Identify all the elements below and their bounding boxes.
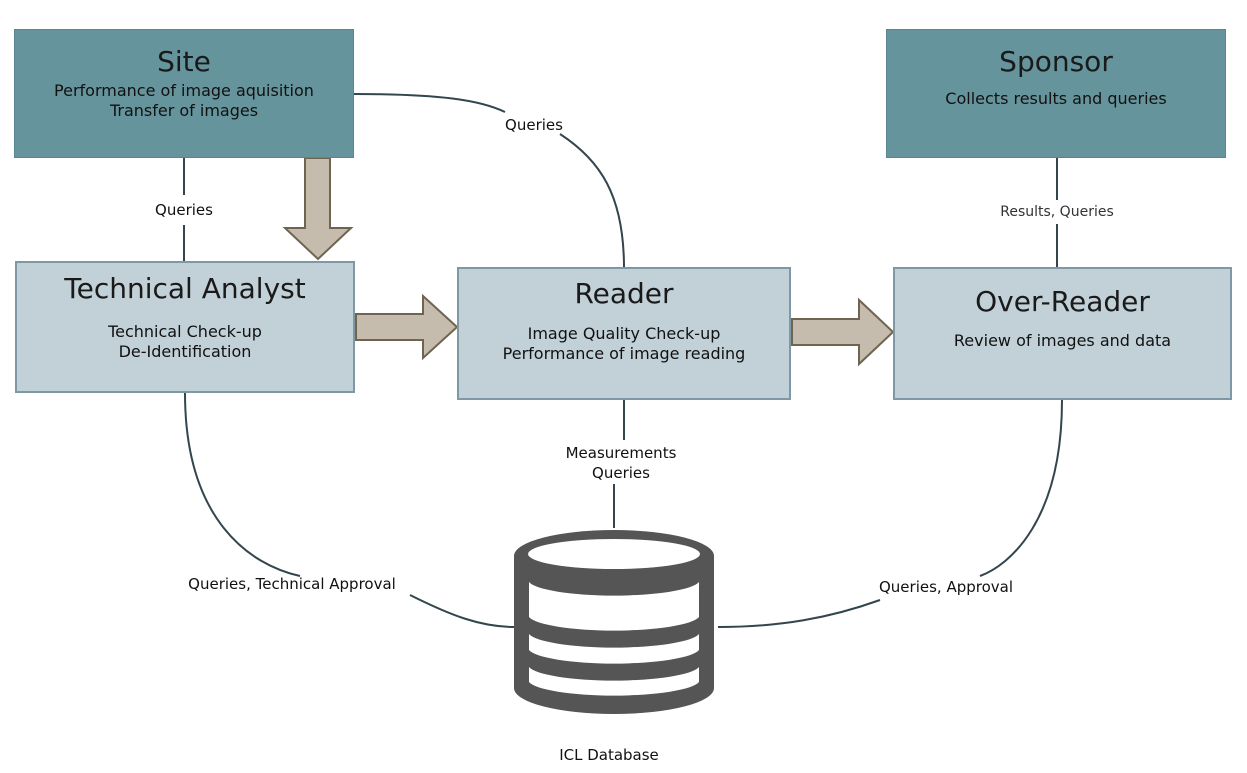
- reader-title: Reader: [574, 277, 674, 310]
- technical-analyst-title: Technical Analyst: [64, 272, 306, 305]
- reader-line-2: Performance of image reading: [502, 344, 746, 363]
- edge-label-sponsor-over-reader: Results, Queries: [1000, 204, 1114, 220]
- arrow-technical-to-reader: [355, 293, 459, 361]
- sponsor-line-1: Collects results and queries: [945, 89, 1167, 108]
- sponsor-box: Sponsor Collects results and queries: [886, 29, 1226, 158]
- edge-label-site-technical: Queries: [155, 201, 213, 219]
- connector-over-reader-database: [717, 399, 1063, 628]
- edge-label-queries: Queries: [592, 464, 650, 482]
- connector-reader-database: [613, 400, 625, 528]
- database-icon: [514, 530, 714, 714]
- over-reader-box: Over-Reader Review of images and data: [893, 267, 1232, 400]
- site-box: Site Performance of image aquisition Tra…: [14, 29, 354, 158]
- technical-analyst-line-2: De-Identification: [118, 342, 252, 361]
- edge-label-technical-database: Queries, Technical Approval: [188, 575, 396, 593]
- edge-label-reader-database: Measurements Queries: [541, 443, 701, 483]
- site-title: Site: [157, 45, 211, 78]
- database-label: ICL Database: [559, 746, 659, 764]
- reader-box: Reader Image Quality Check-up Performanc…: [457, 267, 791, 400]
- edge-label-over-reader-database: Queries, Approval: [878, 578, 1013, 596]
- site-line-2: Transfer of images: [109, 101, 259, 120]
- connector-site-reader: [353, 93, 625, 269]
- edge-label-site-reader: Queries: [505, 116, 563, 134]
- reader-line-1: Image Quality Check-up: [527, 324, 721, 343]
- connector-technical-database: [184, 392, 516, 628]
- edge-label-measurements: Measurements: [565, 444, 677, 462]
- over-reader-line-1: Review of images and data: [953, 331, 1172, 350]
- technical-analyst-line-1: Technical Check-up: [108, 322, 262, 341]
- site-line-1: Performance of image aquisition: [54, 81, 314, 100]
- sponsor-title: Sponsor: [999, 45, 1113, 78]
- arrow-site-to-technical: [282, 157, 354, 261]
- over-reader-title: Over-Reader: [975, 285, 1150, 318]
- arrow-reader-to-over-reader: [791, 297, 895, 367]
- technical-analyst-box: Technical Analyst Technical Check-up De-…: [15, 261, 355, 393]
